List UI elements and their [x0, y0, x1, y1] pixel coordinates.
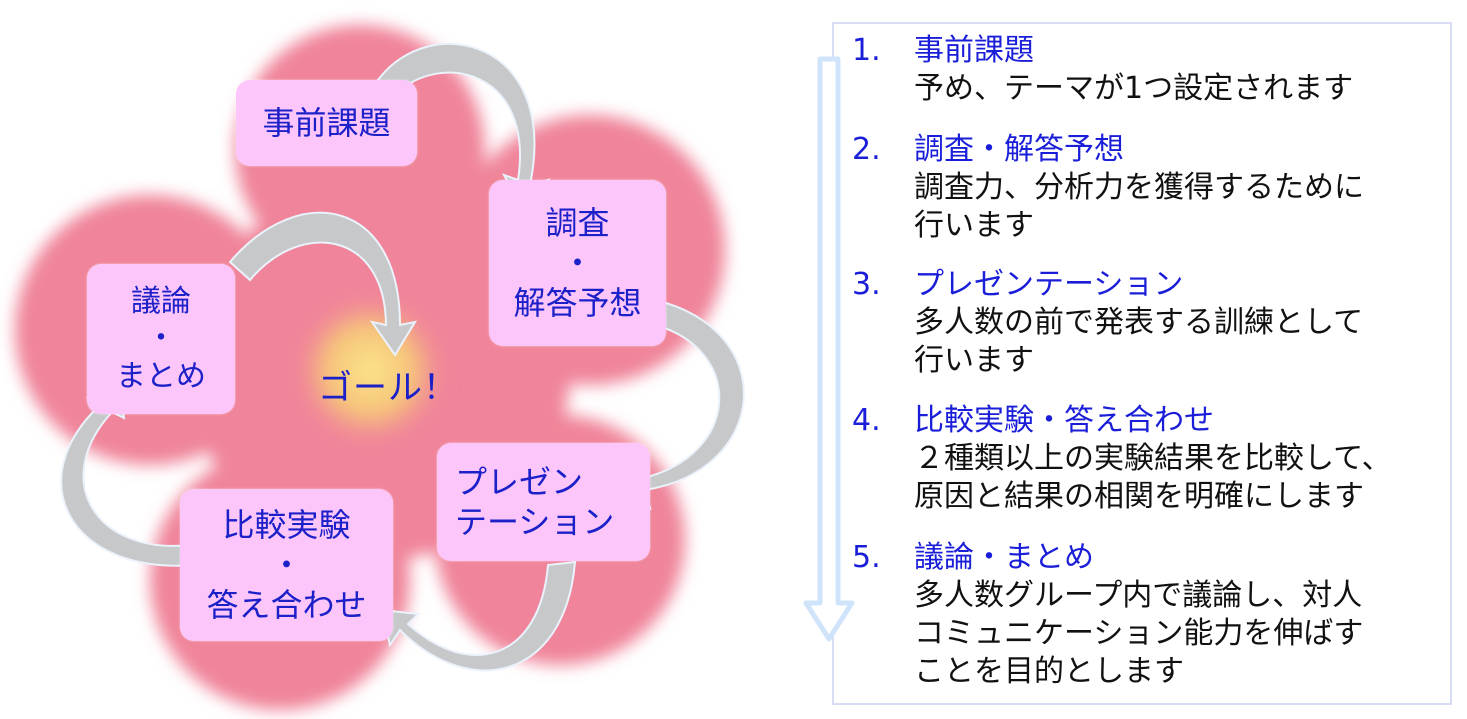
step-desc-line: 多人数グループ内で議論し、対人 — [914, 578, 1363, 613]
step-desc-line: 原因と結果の相関を明確にします — [914, 479, 1364, 514]
step-number: 5. — [852, 540, 881, 575]
step-desc-line: 調査力、分析力を獲得するために — [914, 170, 1364, 205]
step-title: 比較実験・答え合わせ — [914, 403, 1214, 438]
box-chousa-dot: ・ — [561, 244, 594, 282]
step-title: 議論・まとめ — [914, 540, 1094, 575]
box-present-label-1: プレゼン — [455, 463, 584, 501]
box-giron-label-2: まとめ — [116, 358, 206, 394]
steps-panel — [832, 22, 1452, 705]
step-desc-line: 多人数の前で発表する訓練として — [914, 305, 1364, 340]
step-number: 4. — [852, 403, 881, 438]
step-desc-line: ２種類以上の実験結果を比較して、 — [914, 441, 1392, 476]
box-chousa-label-2: 解答予想 — [513, 284, 642, 322]
step-title: プレゼンテーション — [914, 267, 1184, 302]
step-3: 3. プレゼンテーション 多人数の前で発表する訓練として 行います — [852, 266, 1457, 380]
step-desc-line: 行います — [914, 208, 1034, 243]
arrow-giron-to-goal — [228, 211, 418, 357]
step-number: 3. — [852, 267, 881, 302]
step-title: 調査・解答予想 — [914, 132, 1124, 167]
box-hikaku: 比較実験 ・ 答え合わせ — [180, 489, 393, 641]
step-desc-line: コミュニケーション能力を伸ばす — [914, 616, 1364, 651]
step-5: 5. 議論・まとめ 多人数グループ内で議論し、対人 コミュニケーション能力を伸ばす… — [852, 539, 1457, 691]
step-1: 1. 事前課題 予め、テーマが1つ設定されます — [852, 32, 1457, 108]
box-giron: 議論 ・ まとめ — [87, 264, 235, 414]
step-title: 事前課題 — [914, 33, 1034, 68]
step-desc-line: 行います — [914, 343, 1034, 378]
step-number: 2. — [852, 132, 881, 167]
box-present: プレゼン テーション — [437, 443, 650, 561]
step-desc-line: 予め、テーマが1つ設定されます — [914, 71, 1354, 106]
step-number: 1. — [852, 33, 881, 68]
down-arrow — [803, 56, 855, 642]
goal-label: ゴール！ — [318, 368, 458, 408]
step-desc-line: ことを目的とします — [914, 654, 1184, 689]
box-chousa-label-1: 調査 — [545, 204, 610, 242]
box-jizen-label: 事前課題 — [262, 104, 391, 142]
box-giron-dot: ・ — [146, 321, 176, 357]
box-giron-label-1: 議論 — [131, 283, 191, 319]
step-2: 2. 調査・解答予想 調査力、分析力を獲得するために 行います — [852, 131, 1457, 245]
box-chousa: 調査 ・ 解答予想 — [489, 180, 666, 346]
box-present-label-2: テーション — [455, 503, 615, 541]
box-hikaku-dot: ・ — [270, 546, 303, 584]
box-hikaku-label-2: 答え合わせ — [206, 586, 367, 624]
step-4: 4. 比較実験・答え合わせ ２種類以上の実験結果を比較して、 原因と結果の相関を明… — [852, 402, 1457, 516]
box-hikaku-label-1: 比較実験 — [222, 506, 351, 544]
box-jizen: 事前課題 — [236, 80, 417, 166]
